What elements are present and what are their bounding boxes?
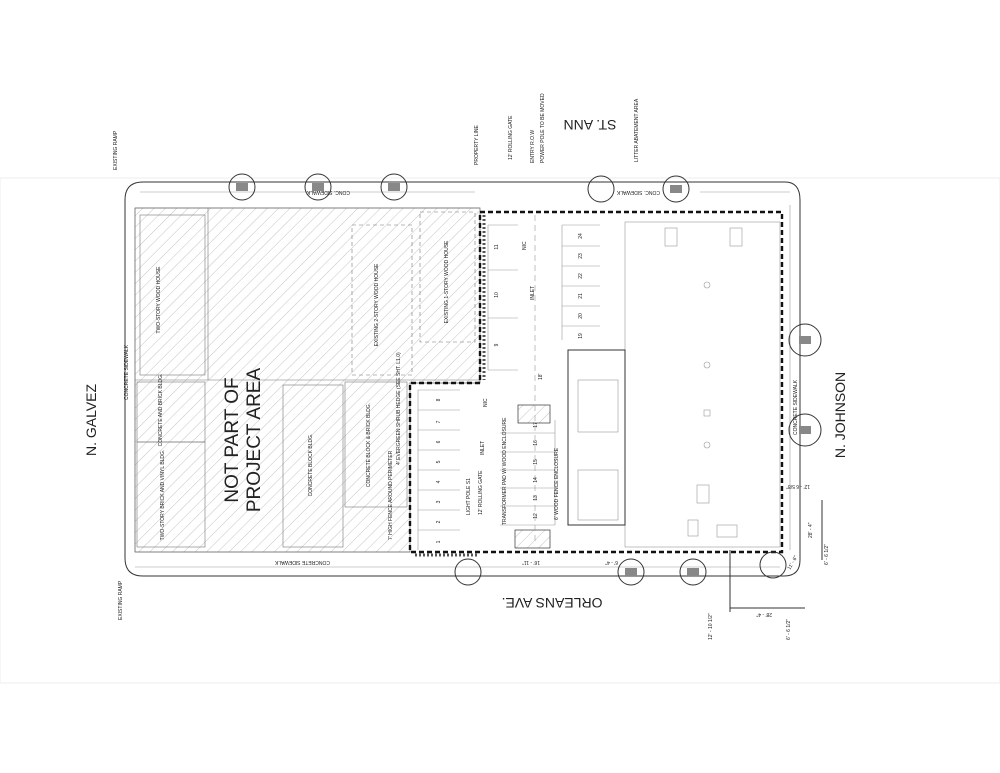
stall-22: 22 [578,273,584,279]
dumpster-pad [517,404,551,424]
stall-8: 8 [436,398,442,401]
street-trees [228,173,822,586]
svg-text:NIC: NIC [522,241,528,250]
tree-icon [788,413,822,447]
stall-3: 3 [436,500,442,503]
stall-4: 4 [436,480,442,483]
svg-text:28' - 4": 28' - 4" [756,611,772,617]
svg-text:NOT PART OF: NOT PART OF [222,377,243,502]
svg-text:CONCRETE BLOCK & BRICK BLDG.: CONCRETE BLOCK & BRICK BLDG. [366,403,372,487]
svg-text:6' WOOD FENCE ENCLOSURE: 6' WOOD FENCE ENCLOSURE [554,447,560,520]
svg-text:PROPERTY LINE: PROPERTY LINE [474,125,480,165]
tree-icon [679,558,707,586]
dimension-lines [729,500,823,612]
tree-icon [228,173,256,201]
svg-text:16' - 11": 16' - 11" [522,559,540,565]
street-curb-outline [124,181,801,577]
svg-text:CONCRETE AND BRICK BLDG.: CONCRETE AND BRICK BLDG. [158,374,164,447]
svg-text:LIGHT POLE S1: LIGHT POLE S1 [466,478,472,515]
svg-text:PROJECT AREA: PROJECT AREA [244,368,265,513]
stall-13: 13 [533,495,539,501]
street-st-ann: ST. ANN [564,117,617,133]
stall-9: 9 [494,343,500,346]
tree-icon [662,175,690,203]
stall-1: 1 [436,540,442,543]
svg-text:LITTER ABATEMENT AREA: LITTER ABATEMENT AREA [634,98,640,162]
stall-23: 23 [578,253,584,259]
svg-text:18': 18' [538,373,544,380]
stall-14: 14 [533,477,539,483]
stall-10: 10 [494,292,500,298]
stall-20: 20 [578,313,584,319]
courtyard-structure [567,349,626,526]
svg-text:EXISTING RAMP: EXISTING RAMP [113,130,119,170]
svg-text:TRANSFORMER PAD W/ WOOD ENCLOS: TRANSFORMER PAD W/ WOOD ENCLOSURE [502,417,508,525]
building-outlines [135,208,480,548]
project-boundary [408,210,784,554]
svg-text:6' - 6 1/2": 6' - 6 1/2" [824,544,830,565]
stall-16: 16 [533,440,539,446]
street-orleans-ave: ORLEANS AVE. [502,595,603,611]
svg-text:12' ROLLING GATE: 12' ROLLING GATE [478,470,484,515]
tree-icon [788,323,822,357]
tree-icon [304,173,332,201]
street-n-johnson: N. JOHNSON [832,372,848,458]
sheet-frame [0,177,1000,684]
stall-24: 24 [578,233,584,239]
stall-2: 2 [436,520,442,523]
svg-text:CONCRETE SIDEWALK: CONCRETE SIDEWALK [274,559,330,565]
stall-numbers: 1 2 3 4 5 6 7 8 9 10 11 12 13 14 15 16 1… [436,233,584,543]
street-n-galvez: N. GALVEZ [83,384,99,457]
svg-text:CONCRETE BLOCK BLDG.: CONCRETE BLOCK BLDG. [308,434,314,497]
stall-6: 6 [436,440,442,443]
svg-text:7' HIGH FENCE AROUND PERIMETER: 7' HIGH FENCE AROUND PERIMETER [388,450,394,540]
tree-icon [759,551,787,579]
svg-text:INLET: INLET [530,286,536,300]
svg-text:CONC. SIDEWALK: CONC. SIDEWALK [306,189,350,195]
hedge-line [415,215,486,557]
building-labels: TWO-STORY WOOD HOUSE EXISTING 2-STORY WO… [156,240,450,540]
main-building [624,221,781,548]
stall-12: 12 [533,513,539,519]
svg-text:EXISTING RAMP: EXISTING RAMP [118,580,124,620]
svg-text:12' - 6 5/8": 12' - 6 5/8" [786,483,810,489]
transformer-pad [514,529,551,549]
svg-text:CONC. SIDEWALK: CONC. SIDEWALK [616,189,660,195]
tree-icon [380,173,408,201]
stall-11: 11 [494,244,500,249]
parking-stall-lines [417,215,600,550]
stall-5: 5 [436,460,442,463]
tree-icon [587,175,615,203]
svg-text:11' - 6": 11' - 6" [787,555,800,571]
svg-text:POWER POLE TO BE MOVED: POWER POLE TO BE MOVED [540,93,546,163]
svg-text:CONCRETE SIDEWALK: CONCRETE SIDEWALK [124,344,130,400]
svg-text:NIC: NIC [483,398,489,407]
not-part-of-project-label: NOT PART OF PROJECT AREA [222,368,265,513]
svg-text:TWO-STORY BRICK AND VINYL BLDG: TWO-STORY BRICK AND VINYL BLDG. [160,450,166,541]
svg-text:6' - 4": 6' - 4" [605,559,618,565]
stall-19: 19 [578,333,584,339]
tree-icon [617,558,645,586]
stall-15: 15 [533,459,539,465]
tree-icon [454,558,482,586]
svg-text:EXISTING 2-STORY WOOD HOUSE: EXISTING 2-STORY WOOD HOUSE [374,263,380,346]
callout-labels: PROPERTY LINE 12' ROLLING GATE ENTRY R.O… [113,93,799,620]
svg-text:28' - 4": 28' - 4" [808,522,814,538]
svg-text:CONCRETE SIDEWALK: CONCRETE SIDEWALK [793,379,799,435]
svg-text:4' EVERGREEN SHRUB HEDGE (SEE: 4' EVERGREEN SHRUB HEDGE (SEE SHT. L1.0) [396,352,402,465]
building-features [664,227,743,538]
svg-text:6' - 6 1/2": 6' - 6 1/2" [786,619,792,640]
svg-text:TWO-STORY WOOD HOUSE: TWO-STORY WOOD HOUSE [156,266,162,334]
svg-text:12' ROLLING GATE: 12' ROLLING GATE [508,115,514,160]
stall-17: 17 [533,422,539,428]
stall-21: 21 [578,293,584,299]
svg-text:ENTRY R.O.W: ENTRY R.O.W [530,130,536,163]
svg-text:INLET: INLET [480,441,486,455]
stall-7: 7 [436,420,442,423]
svg-text:12' - 10 1/2": 12' - 10 1/2" [708,613,714,640]
svg-text:EXISTING 1-STORY WOOD HOUSE: EXISTING 1-STORY WOOD HOUSE [444,240,450,323]
